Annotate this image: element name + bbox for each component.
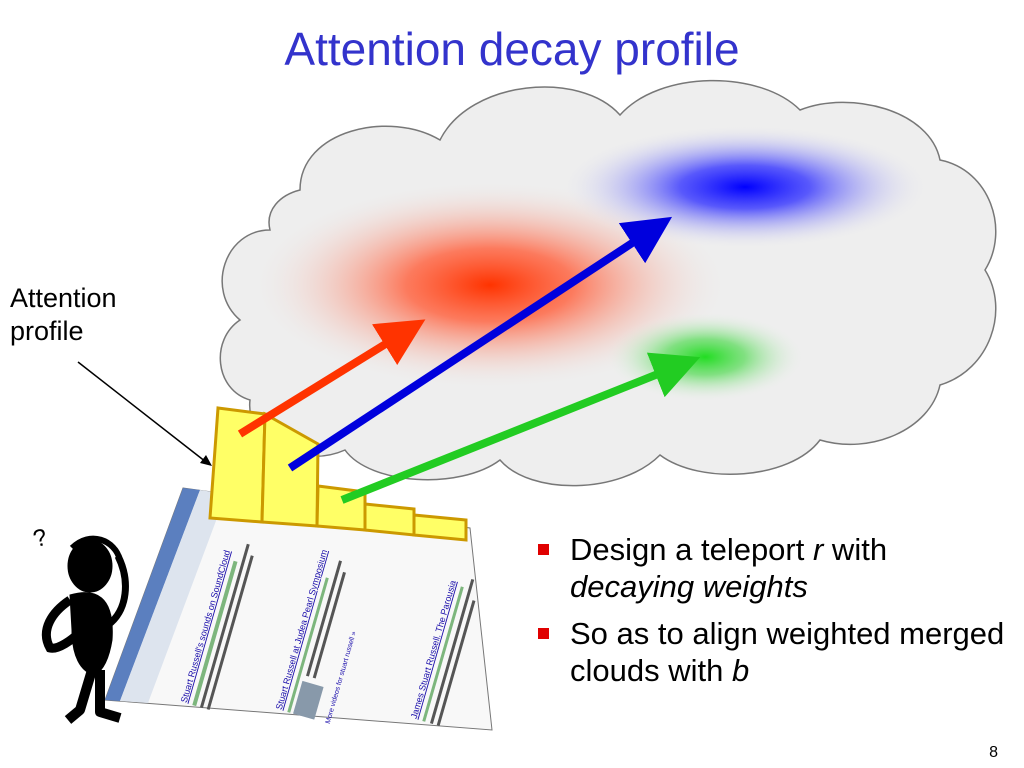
thinking-person-icon: ? xyxy=(30,524,129,724)
bullet-item: Design a teleport r with decaying weights xyxy=(538,531,1008,605)
cloud-icon xyxy=(219,79,997,487)
bullet-item: So as to align weighted merged clouds wi… xyxy=(538,615,1008,689)
blue-cluster xyxy=(560,125,930,249)
red-cluster xyxy=(250,180,730,390)
bullet-1-mid: with xyxy=(823,532,888,567)
callout-line-2: profile xyxy=(10,316,84,346)
bullet-2-text: So as to align weighted merged clouds wi… xyxy=(570,616,1005,688)
attention-histogram xyxy=(208,406,468,542)
bullet-1-var: r xyxy=(812,532,824,567)
slide-title: Attention decay profile xyxy=(284,23,740,75)
bullet-1-emphasis: decaying weights xyxy=(570,569,808,604)
svg-text:?: ? xyxy=(30,524,50,554)
green-cluster xyxy=(605,312,805,402)
red-arrow xyxy=(237,319,426,438)
callout-pointer xyxy=(77,361,207,463)
bullet-2-var: b xyxy=(731,653,750,688)
attention-profile-label: Attention profile xyxy=(10,282,117,348)
callout-line-1: Attention xyxy=(10,283,117,313)
blue-arrow xyxy=(287,216,673,472)
bullet-list: Design a teleport r with decaying weights… xyxy=(538,531,1008,699)
bullet-1-text: Design a teleport xyxy=(570,532,813,567)
green-arrow xyxy=(340,352,701,504)
histogram-bar-4 xyxy=(363,502,416,537)
histogram-bar-5 xyxy=(412,513,468,542)
page-number: 8 xyxy=(989,744,998,761)
